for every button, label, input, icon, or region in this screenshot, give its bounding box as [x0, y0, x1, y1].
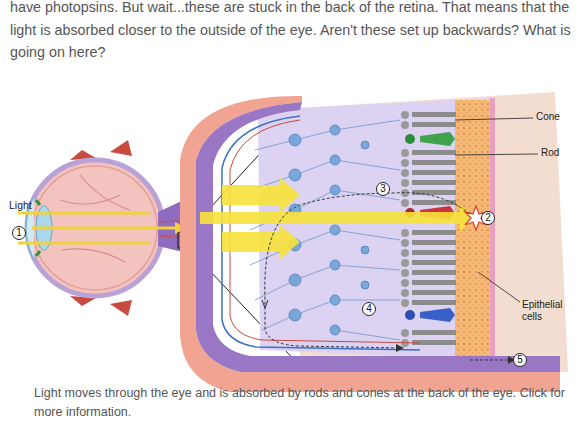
retina-panel	[180, 92, 568, 392]
callout-number: 5	[513, 353, 527, 367]
callout-number: 3	[376, 182, 390, 196]
photoreceptors	[401, 111, 456, 347]
epithelial-label: Epithelial cells	[522, 299, 574, 323]
callout-number: 1	[12, 226, 26, 240]
intro-paragraph: have photopsins. But wait...these are st…	[10, 0, 575, 64]
retinal-neurons	[250, 120, 400, 340]
retinal-neurons	[289, 125, 369, 335]
rod-label: Rod	[541, 147, 581, 159]
light-label: Light	[9, 199, 49, 211]
figure-caption: Light moves through the eye and is absor…	[34, 384, 569, 422]
callout-text: 4	[366, 304, 372, 314]
callout-text: 1	[16, 228, 22, 238]
cone-label: Cone	[536, 111, 586, 123]
callout-number: 2	[481, 211, 495, 225]
callout-text: 2	[485, 213, 491, 223]
callout-text: 5	[517, 355, 523, 365]
callout-text: 3	[380, 184, 386, 194]
callout-number: 4	[362, 302, 376, 316]
